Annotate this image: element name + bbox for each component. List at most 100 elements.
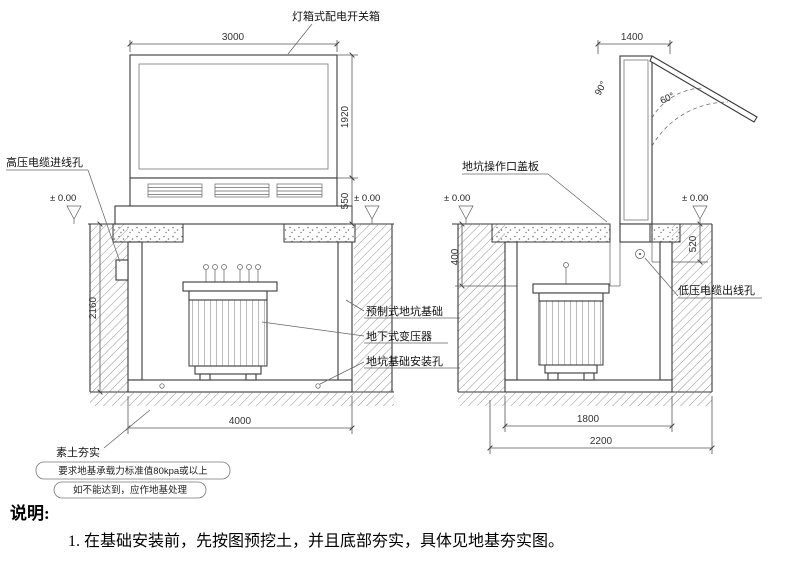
dim-text-3000: 3000 bbox=[222, 32, 245, 43]
transformer-front bbox=[182, 264, 278, 381]
dim-pit-depth: 2160 bbox=[88, 221, 103, 395]
notes-title: 说明: bbox=[10, 503, 50, 523]
pit-cover-slab-left bbox=[112, 223, 184, 243]
louver-vents bbox=[147, 183, 323, 198]
level-text: ± 0.00 bbox=[50, 193, 76, 204]
bearing-note-bubble-2 bbox=[53, 481, 207, 499]
side-elevation-view: 1400 90° 60° 地坑操作口盖板 bbox=[444, 32, 762, 454]
transformer-foot-left bbox=[199, 373, 211, 381]
notes-line-1: 1. 在基础安装前，先按图预挖土，并且底部夯实，具体见地基夯实图。 bbox=[68, 532, 564, 550]
transformer-tank bbox=[188, 299, 268, 367]
pit-wall-left bbox=[504, 241, 518, 381]
bearing-note-2: 如不能达到，应作地基处理 bbox=[73, 484, 188, 496]
dim-text-400: 400 bbox=[450, 248, 461, 265]
label-lv-cable-outlet: 低压电缆出线孔 bbox=[644, 257, 762, 299]
transformer-base bbox=[544, 364, 598, 374]
dim-text-1400: 1400 bbox=[621, 32, 644, 43]
dim-side-top-width: 1400 bbox=[595, 32, 673, 54]
transformer-foot-right bbox=[583, 372, 595, 381]
dim-box-height: 1920 bbox=[337, 52, 358, 181]
hv-inlet-label: 高压电缆进线孔 bbox=[6, 155, 83, 169]
label-switch-box: 灯箱式配电开关箱 bbox=[287, 9, 380, 55]
dim-ledge-depth: 520 bbox=[672, 221, 708, 265]
switch-box-side-panel bbox=[623, 59, 649, 221]
label-pit-mounting-hole: 地坑基础安装孔 bbox=[319, 354, 460, 385]
subsoil-hatch-front bbox=[90, 391, 394, 406]
transformer-bushings bbox=[203, 264, 261, 282]
dim-text-550: 550 bbox=[340, 192, 351, 209]
dim-text-1920: 1920 bbox=[340, 105, 351, 128]
transformer-foot-left bbox=[547, 372, 559, 381]
dim-text-1800: 1800 bbox=[577, 414, 600, 425]
label-pit-cover-plate: 地坑操作口盖板 bbox=[462, 159, 608, 223]
transformer-flange bbox=[538, 292, 604, 302]
transformer-foot-right bbox=[245, 373, 257, 381]
transformer-base bbox=[194, 365, 262, 375]
lv-outlet-label: 低压电缆出线孔 bbox=[678, 283, 755, 297]
lv-cable-outlet-center bbox=[639, 253, 641, 255]
level-marker-side-left: ± 0.00 bbox=[444, 193, 474, 224]
dim-opening-depth: 400 bbox=[450, 221, 517, 289]
notes-section: 说明: 1. 在基础安装前，先按图预挖土，并且底部夯实，具体见地基夯实图。 bbox=[10, 503, 564, 550]
level-text: ± 0.00 bbox=[682, 193, 708, 204]
label-soil-compaction: 素土夯实 要求地基承载力标准值80kpa或以上 如不能达到，应作地基处理 bbox=[35, 409, 231, 499]
switch-box-side-base bbox=[619, 223, 653, 243]
dim-side-pit-inner-width: 1800 bbox=[502, 396, 675, 432]
prefab-foundation-label: 预制式地坑基础 bbox=[366, 304, 443, 318]
level-text: ± 0.00 bbox=[444, 193, 470, 204]
switch-box-label: 灯箱式配电开关箱 bbox=[292, 9, 380, 23]
front-elevation-view: 3000 灯箱式配电开关箱 bbox=[6, 9, 460, 499]
bushing-top bbox=[563, 262, 569, 268]
pit-floor bbox=[127, 379, 353, 393]
bearing-note-1: 要求地基承载力标准值80kpa或以上 bbox=[58, 465, 208, 477]
dim-front-width: 3000 bbox=[127, 32, 340, 52]
transformer-lid bbox=[182, 281, 278, 292]
level-marker-side-right: ± 0.00 bbox=[682, 193, 708, 224]
subsoil-hatch-side bbox=[458, 391, 712, 406]
transformer-flange bbox=[188, 290, 268, 301]
switch-box-door-panel bbox=[138, 63, 329, 170]
transformer-tank bbox=[538, 300, 604, 366]
dim-pit-width: 4000 bbox=[125, 396, 355, 434]
label-prefab-pit-foundation: 预制式地坑基础 bbox=[345, 299, 460, 319]
earth-hatch-right bbox=[672, 224, 713, 392]
bearing-note-bubble bbox=[35, 461, 231, 480]
earth-hatch-left bbox=[89, 224, 128, 392]
dim-text-520: 520 bbox=[688, 235, 699, 252]
label-hv-cable-inlet: 高压电缆进线孔 bbox=[6, 155, 121, 263]
base-collar bbox=[114, 205, 353, 225]
level-marker-front-left: ± 0.00 bbox=[50, 193, 82, 224]
pit-floor bbox=[504, 379, 673, 393]
pit-wall-right bbox=[337, 241, 353, 381]
swing-arc-outer bbox=[651, 101, 729, 147]
soil-label: 素土夯实 bbox=[56, 445, 100, 459]
pit-cover-slab-left bbox=[491, 223, 611, 243]
transformer-label: 地下式变压器 bbox=[366, 329, 432, 343]
transformer-lid bbox=[532, 283, 610, 294]
pit-cover-slab-right bbox=[649, 223, 681, 243]
pit-cover-slab-right bbox=[283, 223, 356, 243]
dim-text-4000: 4000 bbox=[229, 416, 252, 427]
earth-hatch-left bbox=[457, 224, 505, 392]
label-underground-transformer: 地下式变压器 bbox=[261, 321, 448, 344]
pit-cover-label: 地坑操作口盖板 bbox=[462, 159, 539, 173]
angle-60-label: 60° bbox=[659, 91, 677, 107]
dim-side-pit-outer-width: 2200 bbox=[487, 396, 715, 454]
dim-text-2200: 2200 bbox=[590, 436, 613, 447]
level-text: ± 0.00 bbox=[354, 193, 380, 204]
foundation-mount-hole-left bbox=[159, 383, 165, 389]
dim-plinth-height: 550 bbox=[340, 175, 360, 227]
mount-hole-label: 地坑基础安装孔 bbox=[366, 354, 443, 368]
cover-plate-open bbox=[649, 55, 758, 123]
pit-wall-right bbox=[659, 241, 673, 381]
transformer-side bbox=[532, 262, 610, 381]
level-marker-front-right: ± 0.00 bbox=[354, 193, 380, 224]
swing-arc-inner bbox=[651, 87, 705, 119]
dim-text-2160: 2160 bbox=[88, 296, 99, 319]
foundation-mount-hole-right bbox=[315, 383, 321, 389]
hv-cable-inlet-hole bbox=[115, 259, 129, 281]
angle-90-label: 90° bbox=[593, 79, 610, 97]
lv-cable-outlet-hole bbox=[635, 249, 645, 259]
